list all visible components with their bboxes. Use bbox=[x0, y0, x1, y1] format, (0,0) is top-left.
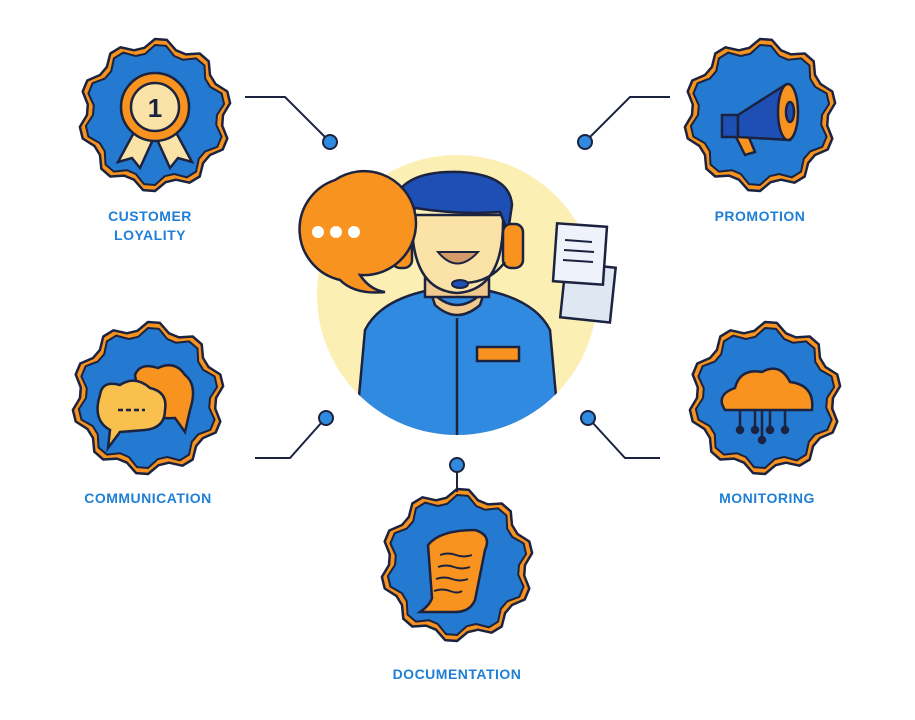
connector-communication bbox=[255, 421, 323, 459]
connector-monitoring bbox=[591, 421, 660, 459]
chat-bubbles-icon bbox=[96, 363, 195, 453]
connector-dot bbox=[577, 134, 593, 150]
label-promotion: PROMOTION bbox=[714, 208, 806, 224]
label-customer-loyalty: CUSTOMER LOYALITY bbox=[50, 207, 250, 245]
label-monitoring: MONITORING bbox=[719, 490, 815, 506]
connectors bbox=[245, 96, 670, 492]
connector-loyalty bbox=[245, 96, 326, 138]
support-agent-headset-icon bbox=[298, 155, 618, 435]
label-line: CUSTOMER bbox=[108, 208, 192, 224]
connector-dot bbox=[322, 134, 338, 150]
connector-promotion bbox=[589, 96, 670, 138]
megaphone-icon bbox=[720, 82, 800, 157]
connector-dot bbox=[318, 410, 334, 426]
award-ribbon-icon: 1 bbox=[115, 71, 195, 171]
label-line: LOYALITY bbox=[114, 227, 186, 243]
label-documentation: DOCUMENTATION bbox=[392, 666, 522, 682]
cloud-network-icon bbox=[720, 367, 814, 445]
scroll-document-icon bbox=[416, 528, 489, 614]
connector-dot bbox=[580, 410, 596, 426]
connector-dot bbox=[449, 457, 465, 473]
label-communication: COMMUNICATION bbox=[84, 490, 212, 506]
svg-text:1: 1 bbox=[148, 93, 162, 123]
